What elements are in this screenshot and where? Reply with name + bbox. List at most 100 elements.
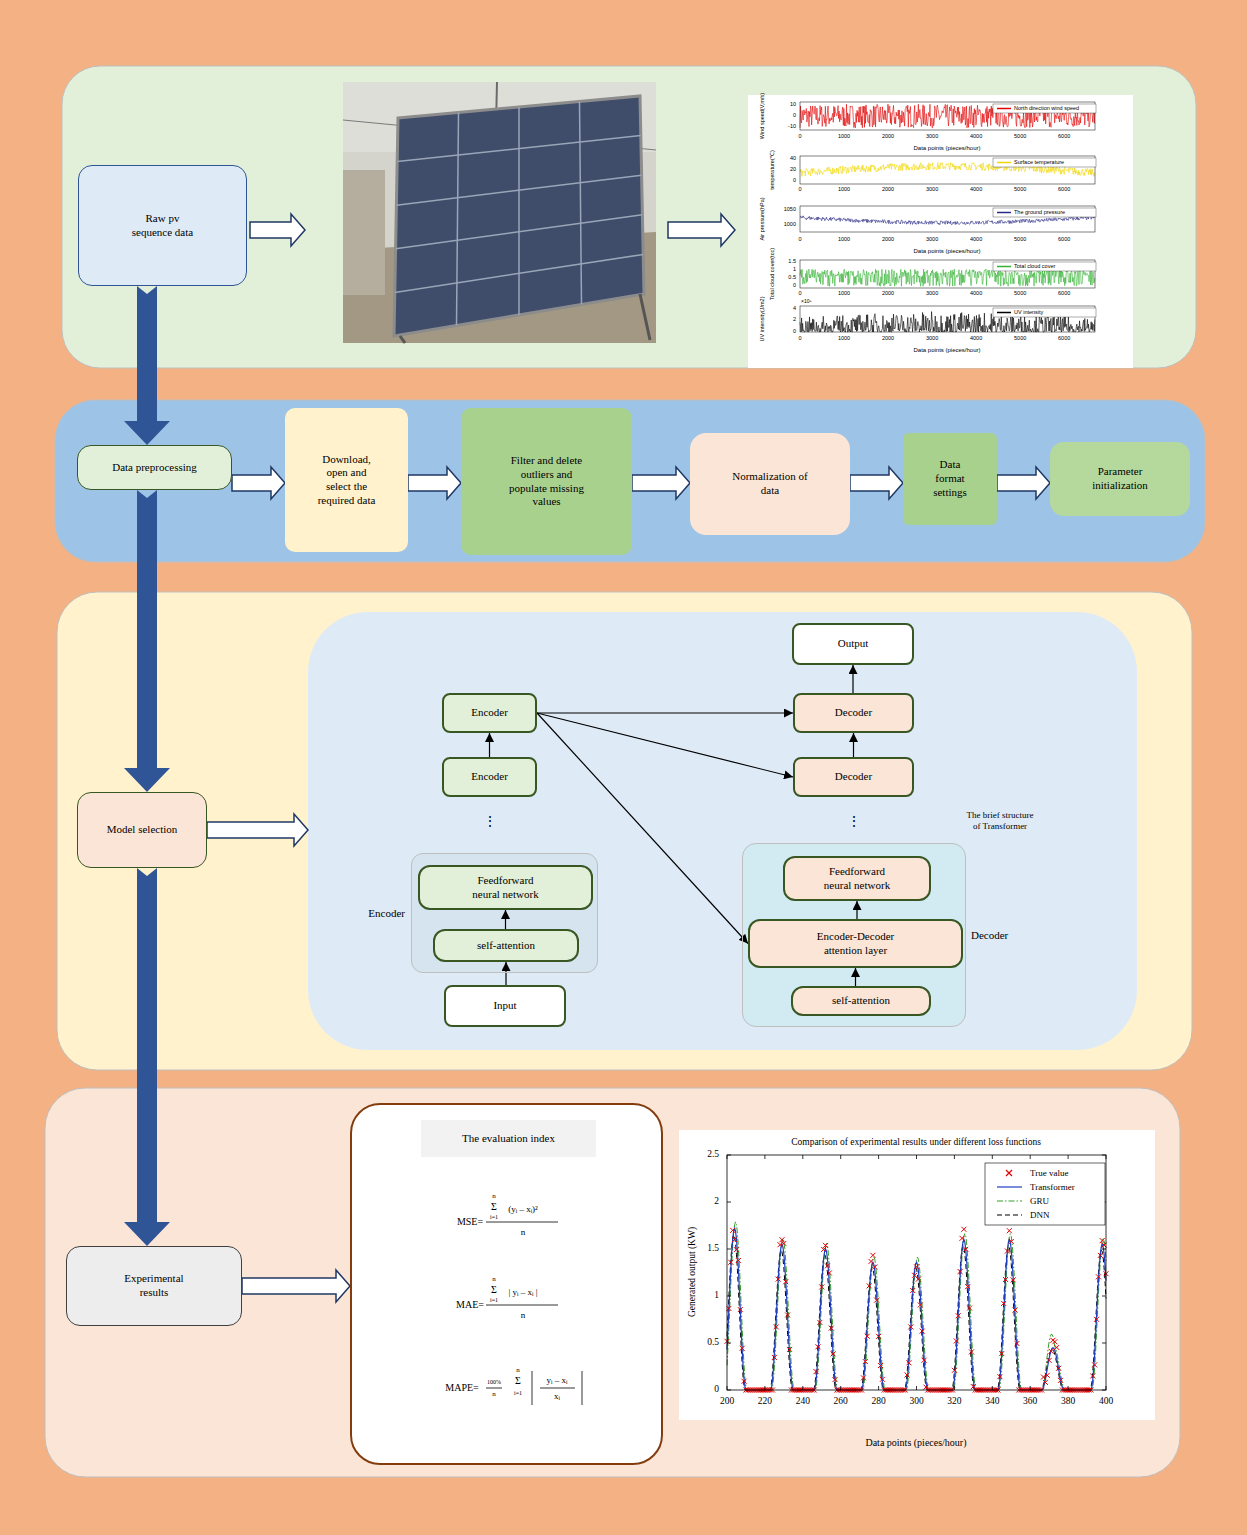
tick-label: 2000 [882, 291, 894, 297]
encoder-group: EncoderFeedforward neural networkself-at… [411, 853, 598, 973]
axis-title: temperature(℃) [770, 150, 776, 190]
process-box: Filter and delete outliers and populate … [461, 408, 632, 555]
axis-title: Generated output (KW) [688, 1227, 698, 1317]
node-label: Decoder [835, 706, 872, 720]
tick-label: 40 [790, 156, 796, 162]
flow-arrow [250, 214, 305, 246]
tick-label: 1000 [838, 336, 850, 342]
chart-ground [748, 95, 1133, 368]
photo-ground [343, 82, 656, 343]
formula-part: n [492, 1391, 496, 1398]
tick-label: 4000 [970, 134, 982, 140]
solar-panel [394, 96, 644, 336]
tick-label: 2000 [882, 187, 894, 193]
flow-arrow [124, 286, 170, 445]
legend-sample [997, 162, 1011, 164]
legend-box [985, 1163, 1105, 1225]
fraction-stroke [582, 1371, 583, 1405]
tick-label: 2000 [882, 134, 894, 140]
encoder-block: Encoder [442, 757, 537, 797]
tick-label: 1 [793, 267, 796, 273]
legend-box [993, 104, 1096, 113]
tick-label: 20 [790, 167, 796, 173]
gru-series [727, 1222, 1106, 1390]
layer-box: Feedforward neural network [783, 856, 931, 901]
fraction-stroke [486, 1388, 502, 1389]
axis-title: UV intensity(J/m2) [760, 297, 766, 342]
process-box: Download, open and select the required d… [285, 408, 408, 552]
flow-arrow [124, 868, 170, 1246]
tick-label: 2 [793, 318, 796, 324]
container-fill [308, 612, 1137, 1050]
tick-label: 2 [714, 1197, 719, 1207]
decoder-group: DecoderFeedforward neural networkEncoder… [742, 843, 966, 1027]
tick-label: 360 [1023, 1397, 1037, 1407]
tick-label: 5000 [1014, 336, 1026, 342]
node-label: Raw pv sequence data [132, 212, 194, 240]
container-fill [742, 843, 966, 1027]
chart-ground [679, 1130, 1155, 1420]
tick-label: 6000 [1058, 187, 1070, 193]
tick-label: 0 [793, 178, 796, 184]
panel-leg [640, 294, 650, 340]
tick-label: 1000 [838, 187, 850, 193]
tick-label: 4000 [970, 336, 982, 342]
formula-part: i=1 [490, 1214, 498, 1220]
ellipsis-mark: ⋮ [847, 815, 861, 829]
formula-part: Σ [515, 1376, 521, 1386]
axis-exponent: ×10⁹ [801, 299, 812, 304]
tick-label: 0 [793, 284, 796, 290]
formula-part: Σ [491, 1202, 497, 1212]
legend-box [993, 158, 1096, 167]
tick-label: 5000 [1014, 237, 1026, 243]
tick-label: 3000 [926, 291, 938, 297]
tick-label: 280 [871, 1397, 885, 1407]
axis-title: Total cloud cover(tcc) [770, 248, 776, 300]
tick-label: 0 [798, 291, 801, 297]
formula-strokes [486, 1222, 582, 1405]
tick-label: 240 [796, 1397, 810, 1407]
tick-label: 400 [1099, 1397, 1113, 1407]
stage-panel [55, 400, 1205, 562]
tick-label: 0 [793, 329, 796, 335]
formula-part: 100% [487, 1379, 501, 1385]
tick-label: 300 [909, 1397, 923, 1407]
node-label: Input [493, 999, 516, 1013]
data-flow-arrow [852, 665, 853, 693]
legend-sample [1006, 1170, 1012, 1176]
group-heading: The evaluation index [421, 1120, 596, 1157]
tick-label: 2000 [882, 237, 894, 243]
tick-label: 380 [1061, 1397, 1075, 1407]
node-label: Parameter initialization [1080, 465, 1160, 493]
tick-label: 10 [790, 102, 796, 108]
formula-part: xᵢ [554, 1392, 560, 1401]
formula-part: n [521, 1228, 526, 1237]
panel-leg [400, 336, 405, 343]
data-flow-arrow [537, 713, 793, 777]
formula-part: n [492, 1276, 496, 1283]
legend-text: UV intensity [1014, 310, 1043, 316]
formula-part: | yᵢ – xᵢ | [508, 1288, 537, 1297]
tick-label: 0 [714, 1385, 719, 1395]
layer-box: Feedforward neural network [418, 865, 593, 910]
formula-part: n [521, 1311, 526, 1320]
node-label: Feedforward neural network [466, 874, 546, 902]
fraction-stroke [486, 1305, 558, 1306]
legend-sample [997, 212, 1011, 214]
axis-title: Data points (pieces/hour) [913, 347, 980, 353]
tick-label: 3000 [926, 187, 938, 193]
axis-title: Wind speed(V,m/s) [760, 93, 766, 139]
flow-arrow [668, 214, 735, 246]
node-label: Download, open and select the required d… [316, 453, 378, 508]
data-flow-arrow [489, 733, 490, 757]
block-arrow [632, 467, 690, 499]
tick-label: 5000 [1014, 291, 1026, 297]
node-label: Model selection [107, 823, 178, 837]
formula-part: i=1 [490, 1297, 498, 1303]
node-label: self-attention [477, 939, 535, 953]
legend-text: Transformer [1030, 1183, 1075, 1192]
formula-part: MAE= [456, 1300, 484, 1310]
true-value-markers [725, 1227, 1109, 1393]
data-flow-arrow [537, 712, 793, 713]
tick-label: 200 [720, 1397, 734, 1407]
